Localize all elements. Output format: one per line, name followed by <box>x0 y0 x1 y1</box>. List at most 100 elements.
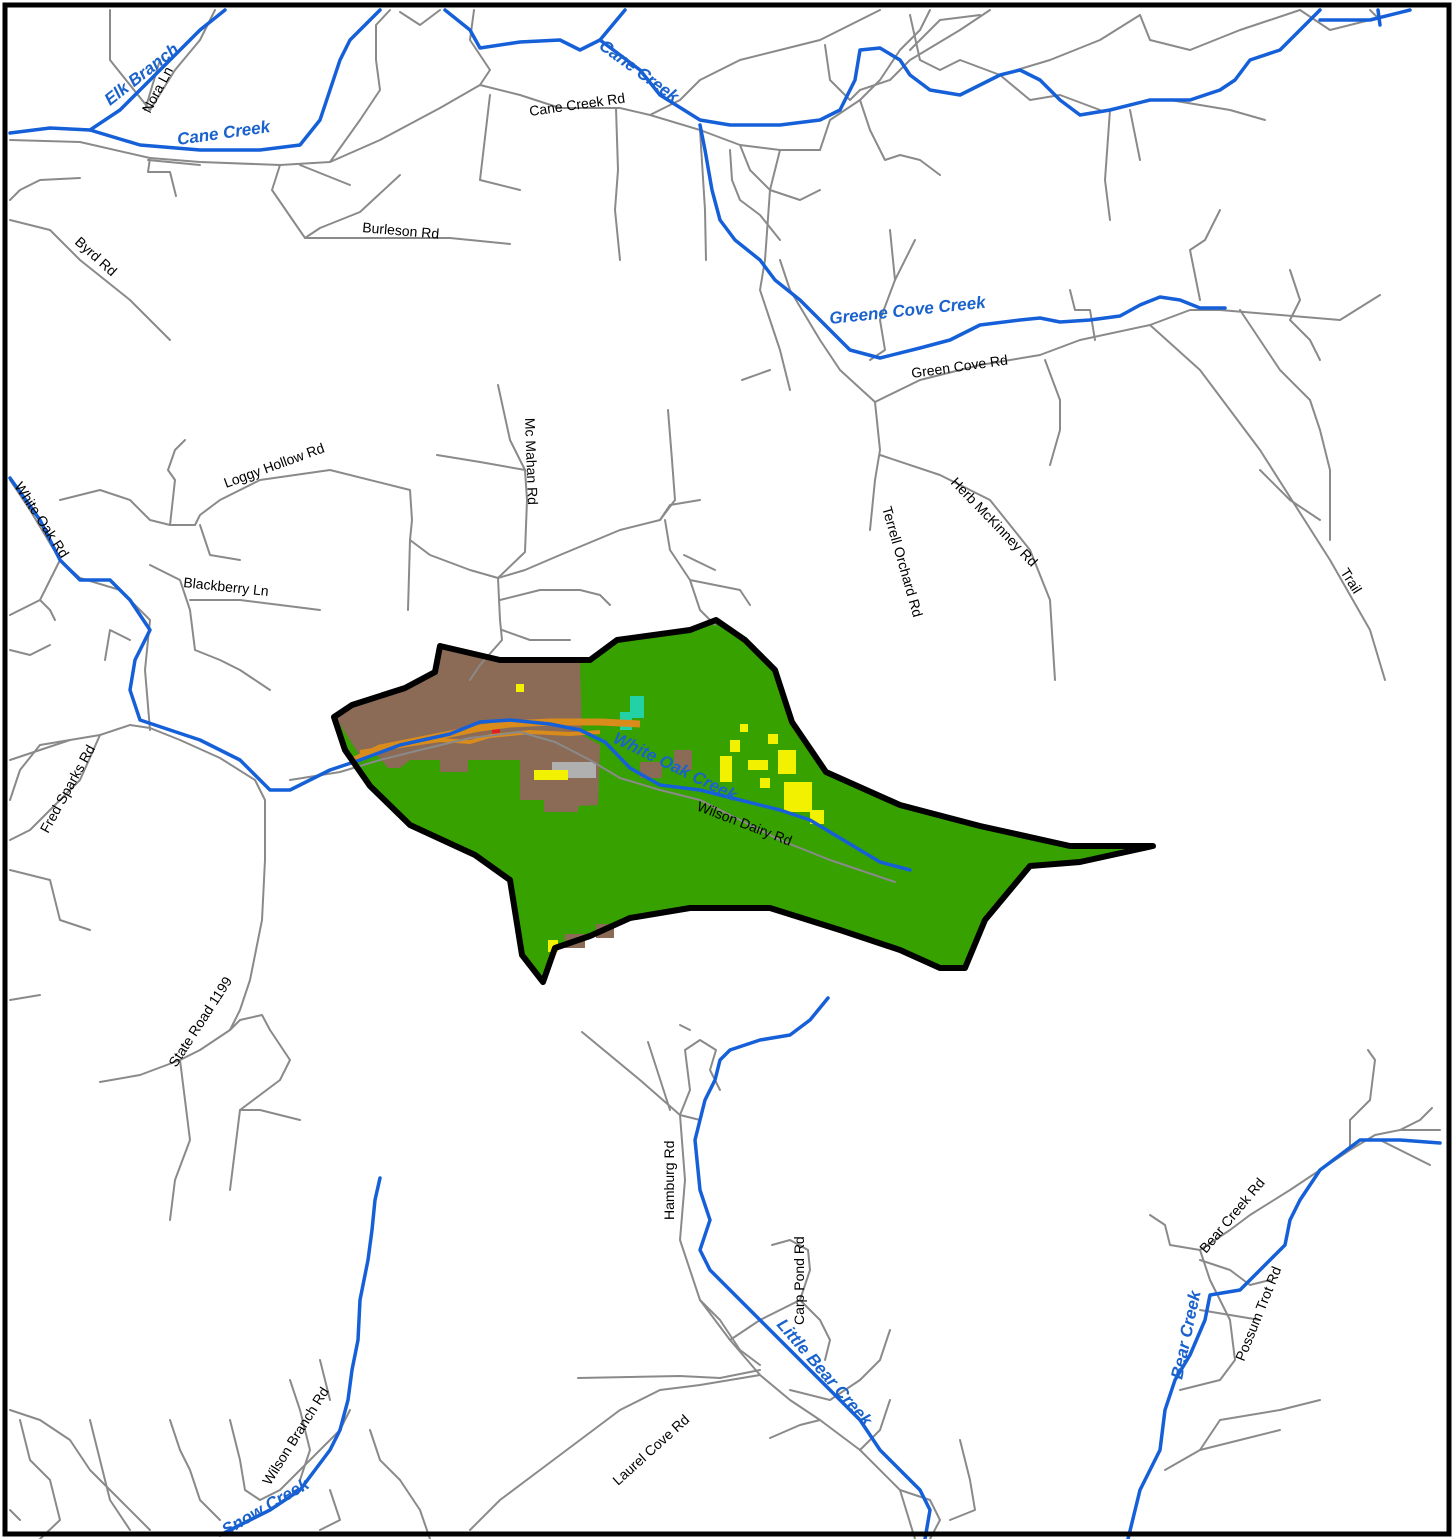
road-line[interactable] <box>859 1399 891 1451</box>
road-line[interactable] <box>271 164 511 245</box>
road-line[interactable] <box>299 164 351 186</box>
road-line[interactable] <box>1199 1309 1261 1321</box>
road-line[interactable] <box>149 564 271 691</box>
road-line[interactable] <box>1129 109 1141 161</box>
road-line[interactable] <box>329 9 391 163</box>
road-line[interactable] <box>189 599 321 611</box>
road-line[interactable] <box>699 129 707 261</box>
stream-line[interactable] <box>1126 1138 1442 1539</box>
road-line[interactable] <box>497 384 528 579</box>
road-line[interactable] <box>909 14 981 51</box>
road-line[interactable] <box>779 259 876 403</box>
road-line[interactable] <box>9 479 151 731</box>
road-line[interactable] <box>147 157 177 197</box>
road-line[interactable] <box>1199 1259 1271 1286</box>
road-line[interactable] <box>1169 99 1266 121</box>
road-line[interactable] <box>19 1419 61 1539</box>
road-line[interactable] <box>869 229 896 361</box>
road-line[interactable] <box>859 99 941 176</box>
road-line[interactable] <box>407 539 411 611</box>
stream-line[interactable] <box>8 476 362 792</box>
road-line[interactable] <box>9 219 171 341</box>
road-line[interactable] <box>659 409 676 521</box>
road-line[interactable] <box>1289 269 1321 361</box>
road-line[interactable] <box>581 1031 701 1121</box>
road-line[interactable] <box>9 734 101 841</box>
road-line[interactable] <box>369 1429 431 1539</box>
road-line[interactable] <box>874 309 1221 403</box>
road-line[interactable] <box>229 1014 291 1191</box>
road-line[interactable] <box>479 94 521 191</box>
road-line[interactable] <box>289 731 896 883</box>
stream-line[interactable] <box>358 718 912 872</box>
road-line[interactable] <box>104 629 131 661</box>
road-line[interactable] <box>819 9 931 151</box>
road-line[interactable] <box>9 177 81 201</box>
road-line[interactable] <box>9 739 71 801</box>
road-line[interactable] <box>1219 294 1381 321</box>
road-line[interactable] <box>824 9 991 101</box>
road-line[interactable] <box>169 1059 191 1221</box>
road-line[interactable] <box>1239 309 1331 541</box>
road-line[interactable] <box>1069 289 1096 341</box>
road-line[interactable] <box>647 1041 671 1111</box>
road-line[interactable] <box>147 159 201 166</box>
road-line[interactable] <box>679 1024 691 1031</box>
road-line[interactable] <box>1349 1049 1376 1151</box>
road-line[interactable] <box>1164 1429 1281 1471</box>
road-line[interactable] <box>577 1369 761 1379</box>
road-line[interactable] <box>9 869 91 931</box>
road-line[interactable] <box>1149 324 1386 681</box>
road-line[interactable] <box>799 1299 831 1361</box>
road-line[interactable] <box>436 454 526 471</box>
road-line[interactable] <box>769 1419 821 1439</box>
road-line[interactable] <box>894 239 916 281</box>
road-line[interactable] <box>614 107 621 261</box>
road-line[interactable] <box>899 1489 941 1539</box>
road-line[interactable] <box>199 524 241 561</box>
road-line[interactable] <box>1379 1139 1431 1166</box>
road-line[interactable] <box>501 629 571 641</box>
stream-line[interactable] <box>218 1176 382 1537</box>
road-line[interactable] <box>9 994 41 1001</box>
road-line[interactable] <box>869 401 881 531</box>
road-line[interactable] <box>239 1109 301 1121</box>
road-line[interactable] <box>1149 1129 1441 1251</box>
road-line[interactable] <box>9 644 51 656</box>
road-line[interactable] <box>1199 1399 1321 1451</box>
road-line[interactable] <box>169 1419 221 1521</box>
stream-line[interactable] <box>443 8 627 52</box>
road-line[interactable] <box>499 589 611 606</box>
stream-line[interactable] <box>1376 8 1382 27</box>
road-line[interactable] <box>304 174 401 239</box>
road-line[interactable] <box>9 1509 21 1521</box>
road-line[interactable] <box>319 1359 331 1401</box>
road-line[interactable] <box>1399 1107 1433 1131</box>
road-line[interactable] <box>683 554 716 571</box>
stream-line[interactable] <box>698 123 1227 360</box>
stream-line[interactable] <box>693 996 932 1539</box>
road-line[interactable] <box>39 599 56 621</box>
road-line[interactable] <box>999 74 1101 111</box>
road-line[interactable] <box>1139 9 1301 51</box>
stream-line[interactable] <box>8 8 382 152</box>
road-line[interactable] <box>764 149 781 261</box>
road-line[interactable] <box>497 499 701 579</box>
road-line[interactable] <box>89 1419 131 1531</box>
stream-line[interactable] <box>1318 8 1412 22</box>
road-line[interactable] <box>9 9 491 166</box>
road-line[interactable] <box>469 577 503 681</box>
road-line[interactable] <box>789 1329 891 1401</box>
road-line[interactable] <box>1104 109 1111 221</box>
road-line[interactable] <box>949 1439 976 1521</box>
road-line[interactable] <box>289 1379 311 1481</box>
road-line[interactable] <box>1044 359 1061 466</box>
road-line[interactable] <box>879 454 1056 681</box>
road-line[interactable] <box>9 724 266 1031</box>
road-line[interactable] <box>909 14 1141 76</box>
road-line[interactable] <box>319 1489 341 1531</box>
road-line[interactable] <box>144 59 161 111</box>
road-line[interactable] <box>167 439 186 526</box>
road-line[interactable] <box>469 1374 761 1531</box>
road-line[interactable] <box>229 1419 261 1501</box>
